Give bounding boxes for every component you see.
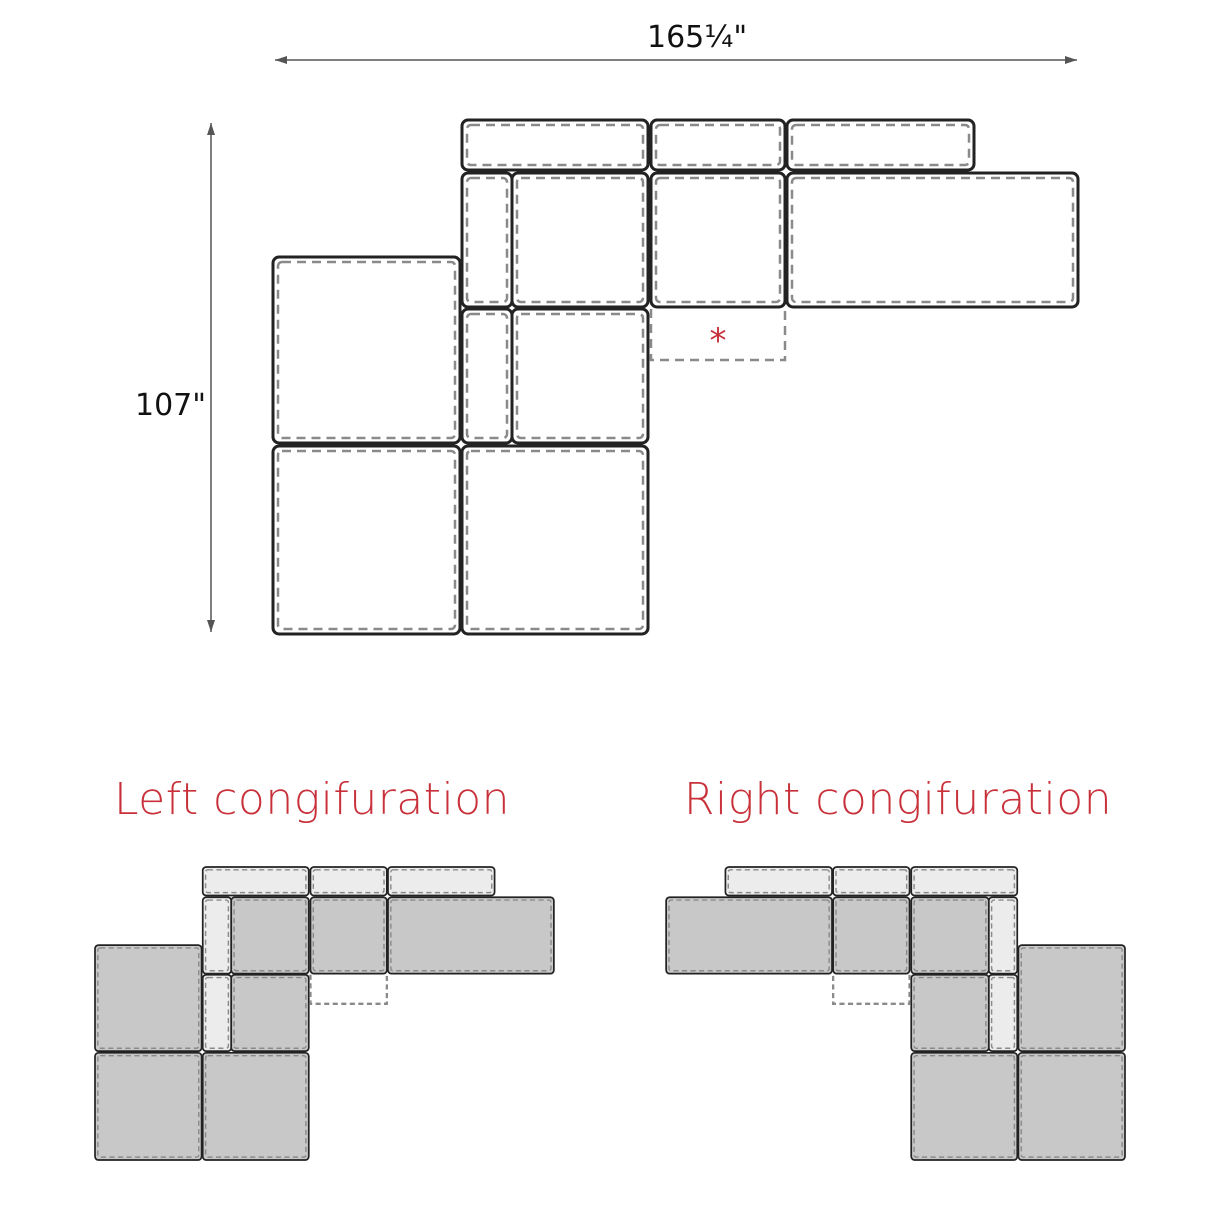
left-configuration-plan xyxy=(94,866,555,1161)
seat-module xyxy=(271,444,462,636)
back-cushion-stitching xyxy=(835,869,908,894)
seat-module-stitching xyxy=(276,449,457,631)
right-configuration-plan xyxy=(665,866,1126,1161)
back-cushion-stitching xyxy=(465,123,645,167)
seat-module-stitching xyxy=(204,1054,307,1158)
optional-ottoman-outline xyxy=(832,974,911,1005)
seat-module-stitching xyxy=(312,899,385,972)
seat-module-stitching xyxy=(233,976,307,1049)
seat-module xyxy=(230,973,310,1052)
seat-module xyxy=(309,896,388,975)
width-dimension xyxy=(275,56,1077,64)
armrest-stitching xyxy=(465,312,509,440)
chaise-module-stitching xyxy=(668,899,830,972)
seat-module xyxy=(201,1051,310,1161)
seat-module-stitching xyxy=(515,176,645,304)
seat-module xyxy=(1017,1051,1126,1161)
armrest xyxy=(201,896,233,975)
width-label: 165¼" xyxy=(647,20,748,55)
armrest xyxy=(987,973,1019,1052)
back-cushion xyxy=(832,866,911,897)
optional-piece-marker: * xyxy=(710,321,727,361)
corner-module xyxy=(1017,944,1126,1052)
seat-module-stitching xyxy=(913,899,987,972)
seat-module-stitching xyxy=(1020,1054,1123,1158)
chaise-module xyxy=(387,896,555,975)
chaise-module-stitching xyxy=(790,176,1075,304)
seat-module xyxy=(649,171,787,309)
chaise-module xyxy=(665,896,833,975)
left-configuration-title: Left congifuration xyxy=(113,774,511,825)
corner-module xyxy=(94,944,203,1052)
seat-module-stitching xyxy=(233,899,307,972)
armrest-stitching xyxy=(204,976,230,1049)
seat-module-stitching xyxy=(913,976,987,1049)
optional-ottoman-outline xyxy=(649,309,787,362)
right-configuration-title: Right congifuration xyxy=(683,774,1113,825)
back-cushion xyxy=(785,118,976,172)
chaise-module xyxy=(785,171,1080,309)
seat-module xyxy=(510,307,650,445)
depth-label: 107" xyxy=(135,388,207,423)
back-cushion-stitching xyxy=(204,869,307,894)
corner-module-stitching xyxy=(1020,947,1123,1049)
back-cushion-stitching xyxy=(654,123,782,167)
armrest xyxy=(460,307,514,445)
seat-module xyxy=(230,896,310,975)
back-cushion xyxy=(309,866,388,897)
back-cushion xyxy=(649,118,787,172)
seat-module xyxy=(94,1051,203,1161)
armrest-stitching xyxy=(990,976,1016,1049)
seat-module xyxy=(910,896,990,975)
seat-module-stitching xyxy=(835,899,908,972)
armrest-stitching xyxy=(465,176,509,304)
back-cushion xyxy=(387,866,496,897)
back-cushion-stitching xyxy=(312,869,385,894)
back-cushion-stitching xyxy=(913,869,1016,894)
seat-module-stitching xyxy=(913,1054,1016,1158)
back-cushion xyxy=(910,866,1019,897)
armrest xyxy=(201,973,233,1052)
back-cushion xyxy=(460,118,650,172)
corner-module-stitching xyxy=(97,947,200,1049)
armrest xyxy=(987,896,1019,975)
chaise-module-stitching xyxy=(390,899,552,972)
seat-module xyxy=(510,171,650,309)
armrest-stitching xyxy=(204,899,230,972)
seat-module xyxy=(910,1051,1019,1161)
back-cushion xyxy=(724,866,833,897)
optional-ottoman-outline xyxy=(309,974,388,1005)
corner-module xyxy=(271,255,462,445)
seat-module xyxy=(832,896,911,975)
main-sectional-plan xyxy=(271,118,1080,636)
seat-module-stitching xyxy=(515,312,645,440)
seat-module xyxy=(910,973,990,1052)
depth-dimension xyxy=(207,123,215,632)
corner-module-stitching xyxy=(276,260,457,440)
seat-module-stitching xyxy=(465,449,645,631)
armrest-stitching xyxy=(990,899,1016,972)
seat-module xyxy=(460,444,650,636)
seat-module-stitching xyxy=(654,176,782,304)
seat-module-stitching xyxy=(97,1054,200,1158)
back-cushion xyxy=(201,866,310,897)
armrest xyxy=(460,171,514,309)
